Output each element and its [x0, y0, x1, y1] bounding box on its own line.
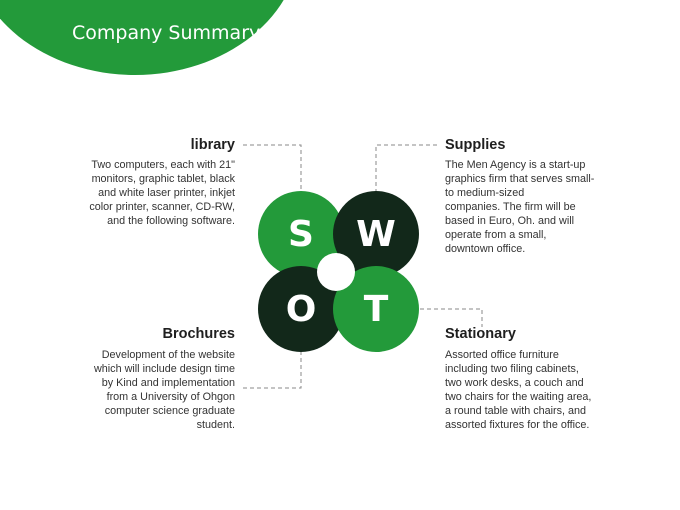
connector-stationary: [420, 308, 483, 327]
brochures-text: Development of the website which will in…: [93, 349, 235, 431]
library-text: Two computers, each with 21" monitors, g…: [89, 159, 235, 227]
brochures-heading: Brochures: [162, 326, 235, 342]
library-heading: library: [190, 137, 235, 153]
connector-library: [243, 144, 302, 192]
supplies-text: The Men Agency is a start-up graphics fi…: [445, 159, 595, 255]
stationary-text: Assorted office furniture including two …: [445, 349, 592, 431]
connector-brochures: [243, 352, 302, 389]
supplies-heading: Supplies: [445, 137, 506, 153]
stationary-heading: Stationary: [445, 326, 516, 342]
connector-supplies: [375, 144, 437, 192]
page-title: Company Summary: [72, 22, 261, 44]
swot-center-dot: [317, 253, 355, 291]
